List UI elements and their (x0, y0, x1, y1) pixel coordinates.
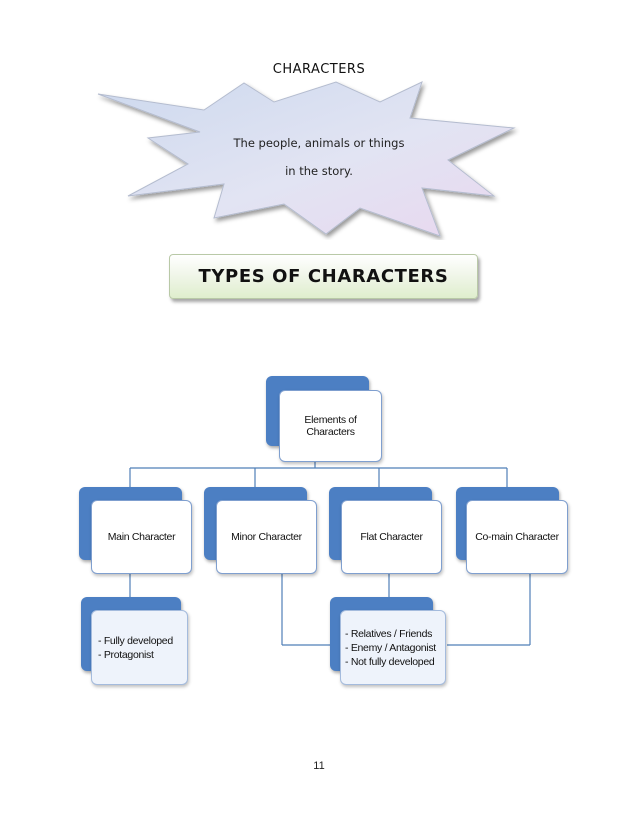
main-character-node: Main Character (91, 500, 192, 574)
definition-line-1: The people, animals or things (233, 136, 405, 150)
starburst-shape (97, 81, 516, 237)
shared-detail-item: - Not fully developed (345, 655, 435, 668)
root-node: Elements of Characters (279, 390, 382, 462)
co-main-character-node: Co-main Character (466, 500, 568, 574)
minor-character-node: Minor Character (216, 500, 317, 574)
types-of-characters-banner: TYPES OF CHARACTERS (169, 254, 478, 299)
definition-line-2: in the story. (285, 164, 353, 178)
minor-co-main-details: - Relatives / Friends - Enemy / Antagoni… (340, 610, 446, 685)
flat-character-node: Flat Character (341, 500, 442, 574)
root-node-line-1: Elements of (304, 414, 357, 426)
main-detail-item: - Protagonist (98, 648, 154, 661)
shared-detail-item: - Relatives / Friends (345, 627, 433, 640)
page-number: 11 (313, 760, 325, 772)
main-character-details: - Fully developed - Protagonist (91, 610, 188, 685)
root-node-line-2: Characters (306, 426, 355, 438)
main-detail-item: - Fully developed (98, 634, 173, 647)
page-heading: CHARACTERS (272, 62, 366, 77)
shared-detail-item: - Enemy / Antagonist (345, 641, 436, 654)
